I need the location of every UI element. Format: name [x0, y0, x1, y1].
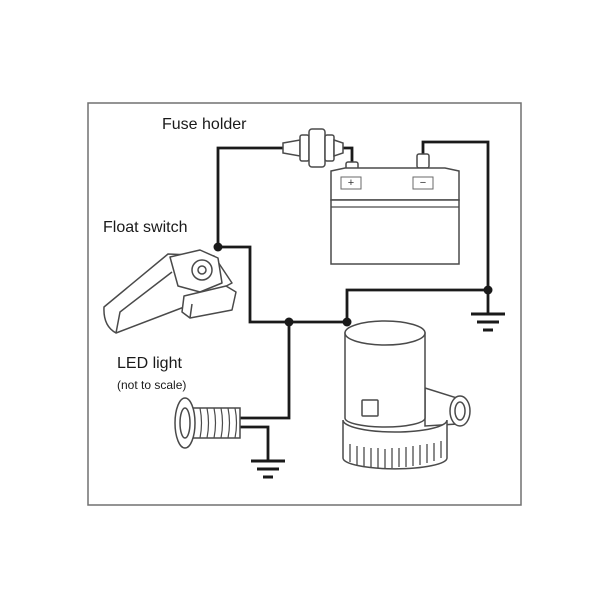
battery-positive-symbol: + — [348, 177, 354, 189]
led-thread — [206, 407, 210, 439]
diagram-frame — [87, 102, 522, 506]
pump-outlet-bore — [454, 401, 466, 421]
float-switch-edge — [115, 271, 173, 334]
wire-switch-to-pump — [218, 245, 347, 324]
wire-battery-negative — [421, 140, 490, 290]
led-thread — [213, 407, 217, 439]
fuse-holder-label: Fuse holder — [162, 116, 247, 133]
junction-dots — [213, 242, 493, 327]
fuse-holder-left-cap — [299, 134, 310, 162]
battery-positive-marker-box — [340, 176, 362, 190]
fuse-holder-body — [308, 128, 326, 168]
pump-motor-top — [344, 320, 426, 346]
battery-negative-marker-box — [412, 176, 434, 190]
battery-negative-terminal — [416, 153, 430, 169]
fuse-holder-left-end — [282, 139, 301, 157]
ground-symbol-right — [471, 312, 505, 332]
battery: + − — [330, 153, 460, 265]
battery-negative-symbol: − — [420, 177, 426, 189]
ground-symbol-left — [251, 459, 285, 479]
junction-dot — [284, 317, 294, 327]
led-threads — [199, 407, 238, 439]
float-switch-mount-edge — [189, 303, 193, 319]
led-scale-note: (not to scale) — [117, 378, 187, 392]
float-switch-pivot-center — [197, 265, 207, 275]
pump-strainer-slots — [349, 441, 442, 468]
wire-led-to-ground — [240, 425, 270, 460]
pump-strainer-base — [342, 419, 448, 470]
wire-negative-to-pump — [345, 288, 488, 322]
float-switch-mount — [181, 285, 237, 319]
wire-switch-to-fuse — [216, 146, 283, 247]
fuse-holder — [282, 128, 344, 168]
led-light — [174, 397, 241, 449]
led-thread — [199, 407, 203, 439]
junction-dot — [483, 285, 493, 295]
led-lens — [179, 407, 191, 439]
fuse-holder-right-end — [333, 138, 344, 158]
wire-fuse-to-battery-positive — [342, 146, 354, 163]
junction-dot — [213, 242, 223, 252]
led-thread — [220, 407, 224, 439]
float-switch — [103, 249, 237, 334]
pump-switch-tab — [361, 399, 379, 417]
led-thread — [234, 407, 238, 439]
fuse-holder-right-cap — [324, 134, 335, 162]
led-light-label: LED light — [117, 355, 182, 372]
battery-body — [330, 199, 460, 265]
led-thread — [227, 407, 231, 439]
junction-dot — [342, 317, 352, 327]
bilge-pump — [342, 320, 471, 470]
float-switch-label: Float switch — [103, 219, 188, 236]
pump-motor-body — [344, 332, 426, 428]
wire-to-led — [240, 322, 291, 420]
